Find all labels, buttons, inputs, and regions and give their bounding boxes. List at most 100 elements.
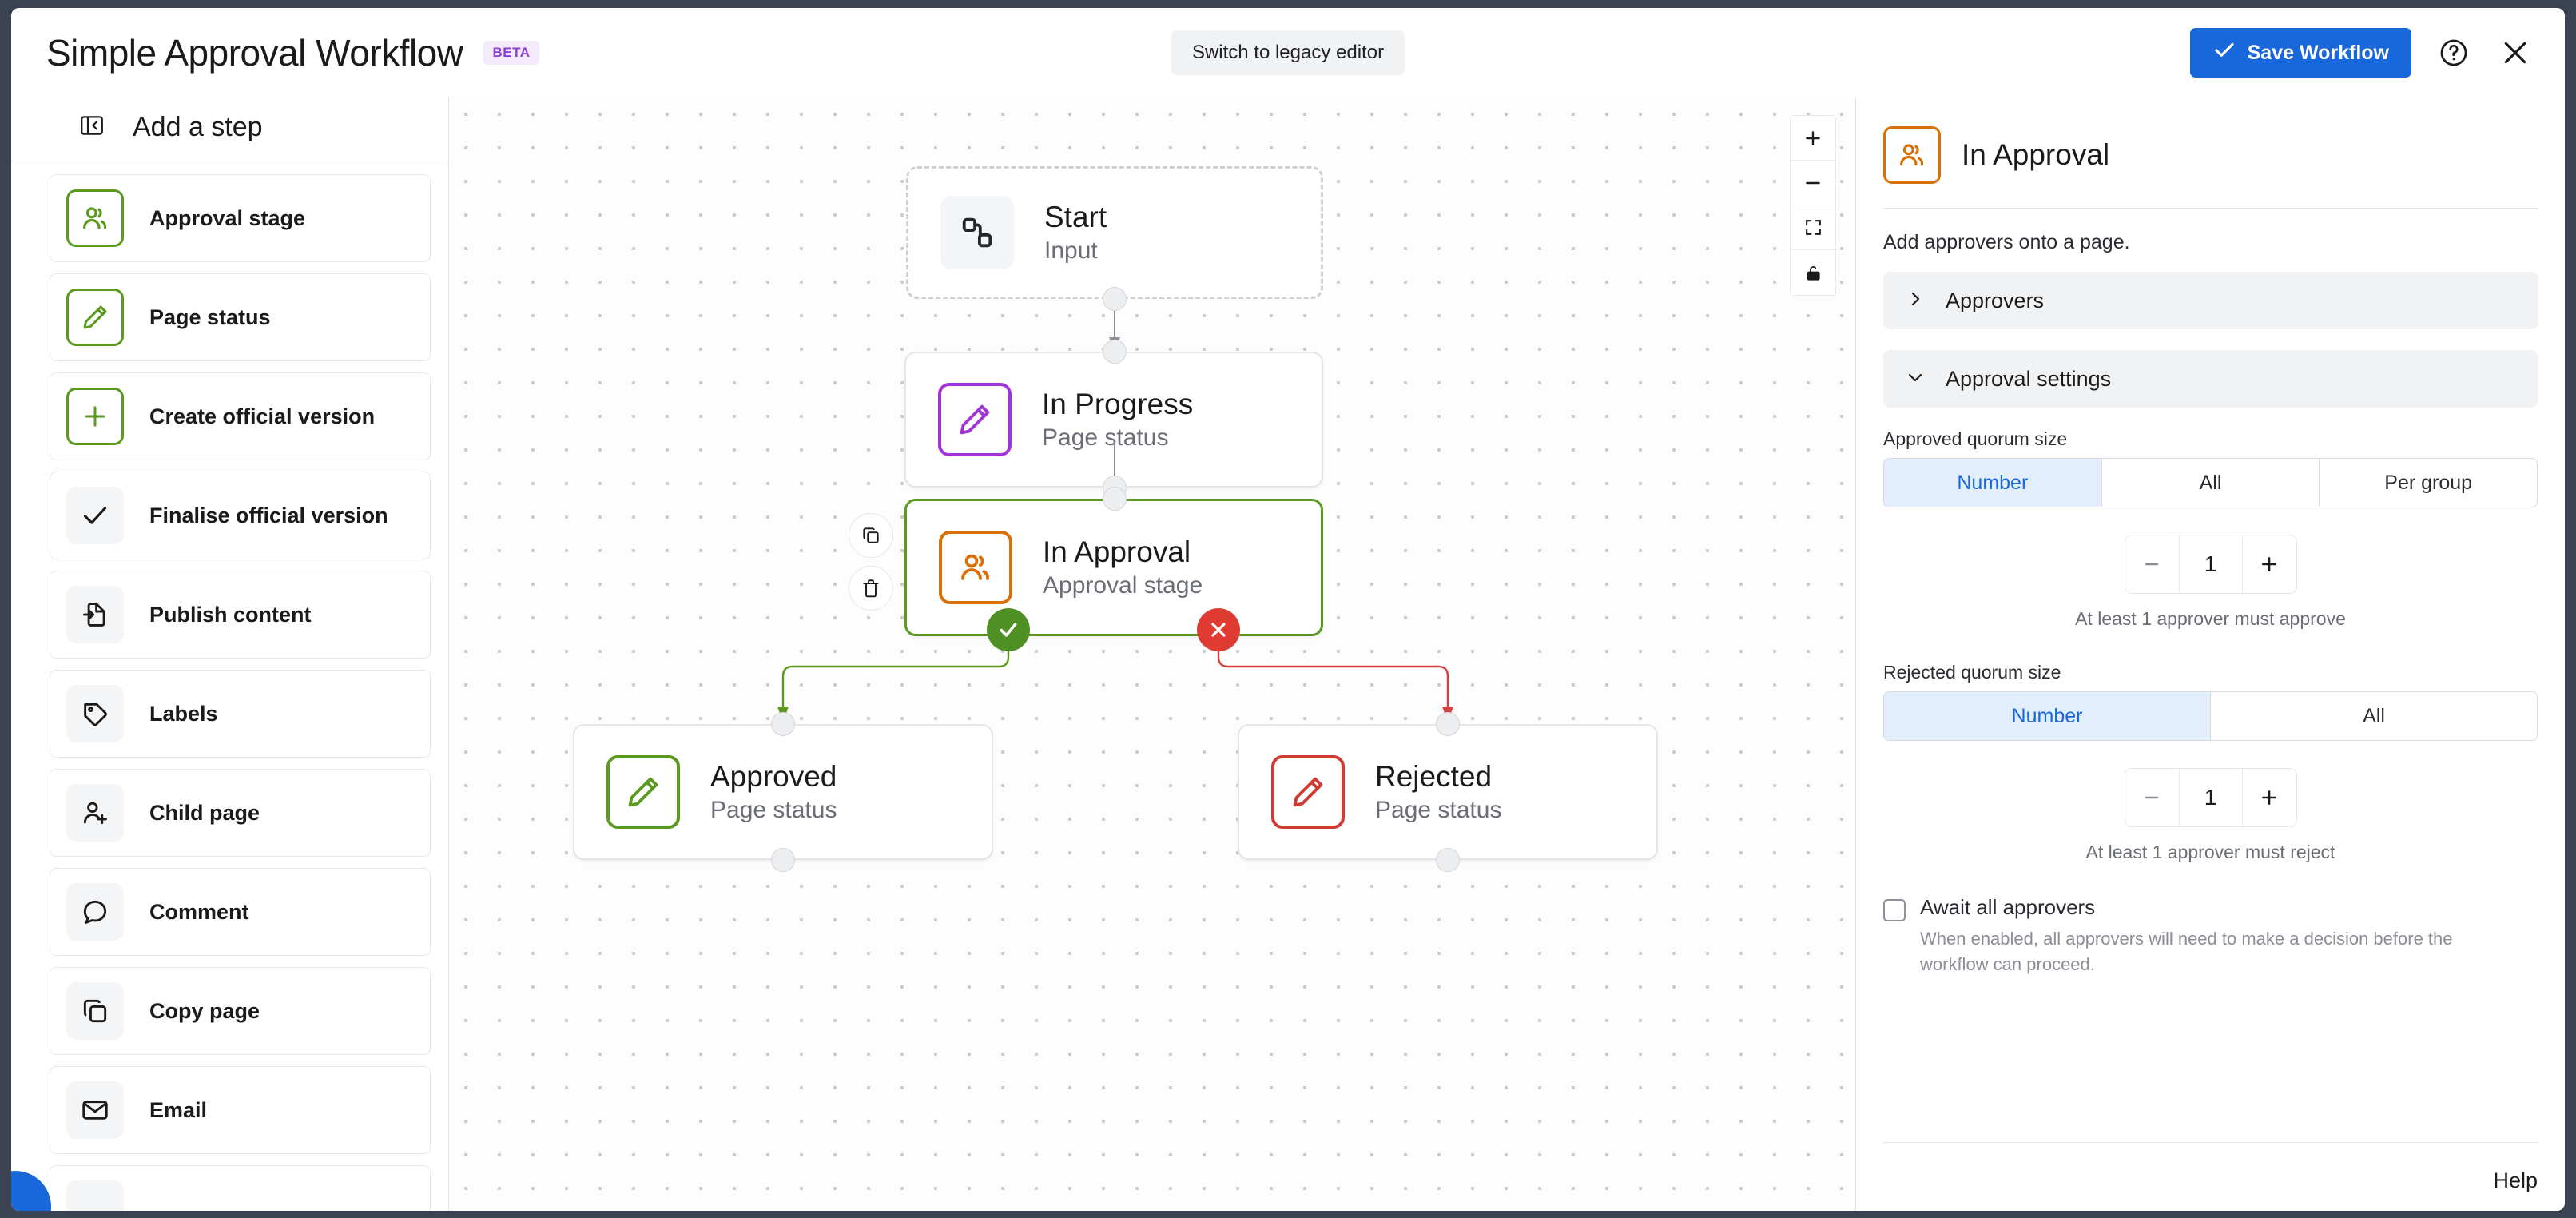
trash-icon[interactable] (849, 566, 893, 611)
node-port-rejected-out[interactable] (1436, 848, 1460, 872)
approved-quorum-option-all[interactable]: All (2101, 459, 2320, 507)
canvas-node-start[interactable]: Start Input (906, 166, 1323, 299)
node-title: In Progress (1042, 387, 1194, 420)
node-port-in-approval-in[interactable] (1103, 487, 1127, 511)
rejected-quorum-value[interactable]: 1 (2179, 769, 2242, 826)
rejected-quorum-decrement-button[interactable] (2125, 769, 2180, 826)
header-actions: Save Workflow (2189, 28, 2534, 78)
panel-divider (1883, 208, 2538, 209)
accordion-label: Approval settings (1946, 366, 2112, 391)
canvas-node-rejected[interactable]: Rejected Page status (1238, 724, 1658, 860)
close-icon[interactable] (2496, 34, 2534, 72)
approved-quorum-increment-button[interactable] (2241, 535, 2296, 593)
rejected-quorum-increment-button[interactable] (2241, 769, 2296, 826)
sidebar-item-label: Approval stage (149, 205, 306, 230)
duplicate-icon[interactable] (849, 513, 893, 558)
accordion-approvers[interactable]: Approvers (1883, 272, 2538, 329)
copy-icon (66, 982, 124, 1040)
sidebar-item-partial[interactable] (50, 1165, 431, 1211)
sidebar-item-page-status[interactable]: Page status (50, 273, 431, 361)
node-port-approved-out[interactable] (771, 848, 795, 872)
flow-start-icon (940, 196, 1014, 269)
panel-footer: Help (1883, 1142, 2538, 1211)
await-all-approvers-label: Await all approvers (1920, 895, 2096, 919)
approval-users-icon (939, 531, 1012, 604)
approved-quorum-label: Approved quorum size (1883, 428, 2068, 449)
step-list: Approval stage Page status Create offici… (11, 161, 448, 1211)
approved-quorum-option-per-group[interactable]: Per group (2320, 459, 2537, 507)
branch-approve-badge[interactable] (987, 608, 1030, 651)
node-subtitle: Page status (1375, 797, 1502, 824)
node-title: Approved (710, 759, 837, 793)
sidebar-item-approval-stage[interactable]: Approval stage (50, 174, 431, 262)
panel-collapse-icon[interactable] (78, 112, 105, 143)
app-header: Simple Approval Workflow BETA Switch to … (11, 8, 2565, 98)
accordion-approval-settings[interactable]: Approval settings (1883, 350, 2538, 408)
save-workflow-button[interactable]: Save Workflow (2189, 28, 2411, 78)
await-all-approvers-checkbox[interactable] (1883, 899, 1906, 921)
rejected-quorum-option-number[interactable]: Number (1884, 692, 2211, 740)
tag-icon (66, 685, 124, 742)
panel-header: In Approval (1856, 98, 2565, 208)
placeholder-icon (66, 1180, 124, 1211)
zoom-out-button[interactable] (1791, 161, 1835, 205)
panel-body: Approvers Approval settings Approved quo… (1856, 272, 2565, 1128)
switch-to-legacy-editor-button[interactable]: Switch to legacy editor (1171, 30, 1405, 75)
approved-quorum-decrement-button[interactable] (2125, 535, 2180, 593)
connector-edges (777, 299, 1453, 722)
node-subtitle: Page status (1042, 424, 1169, 452)
sidebar-item-email[interactable]: Email (50, 1066, 431, 1154)
help-link[interactable]: Help (2493, 1168, 2538, 1192)
panel-description: Add approvers onto a page. (1883, 231, 2130, 253)
sidebar-item-create-official-version[interactable]: Create official version (50, 372, 431, 460)
canvas-node-approved[interactable]: Approved Page status (573, 724, 993, 860)
node-port-rejected-in[interactable] (1436, 712, 1460, 736)
panel-title: In Approval (1962, 138, 2110, 171)
check-icon (66, 487, 124, 544)
sidebar-item-label: Create official version (149, 404, 376, 428)
node-port-start-out[interactable] (1103, 287, 1127, 311)
await-all-approvers-row: Await all approvers When enabled, all ap… (1883, 895, 2538, 977)
sidebar-item-labels[interactable]: Labels (50, 670, 431, 758)
canvas-node-in-progress[interactable]: In Progress Page status (904, 352, 1323, 488)
sidebar-item-label: Copy page (149, 998, 260, 1023)
node-subtitle: Input (1044, 237, 1098, 265)
approved-quorum-option-number[interactable]: Number (1884, 459, 2102, 507)
fit-screen-icon[interactable] (1791, 205, 1835, 250)
accordion-label: Approvers (1946, 288, 2045, 312)
workflow-canvas[interactable]: Start Input In Progress Page status (449, 98, 1855, 1211)
rejected-quorum-option-all[interactable]: All (2211, 692, 2537, 740)
rejected-quorum-helper: At least 1 approver must reject (2085, 842, 2335, 862)
steps-sidebar: Add a step Approval stage Page status (11, 98, 449, 1211)
node-title: In Approval (1043, 535, 1191, 568)
chevron-right-icon (1906, 289, 1925, 312)
sidebar-item-publish-content[interactable]: Publish content (50, 571, 431, 659)
chevron-down-icon (1906, 368, 1925, 391)
approved-quorum-stepper: 1 (2124, 535, 2297, 594)
approved-quorum-segmented: Number All Per group (1883, 458, 2538, 508)
sidebar-item-copy-page[interactable]: Copy page (50, 967, 431, 1055)
node-title: Start (1044, 200, 1107, 233)
sidebar-item-finalise-official-version[interactable]: Finalise official version (50, 472, 431, 559)
rejected-quorum-segmented: Number All (1883, 691, 2538, 741)
page-title: Simple Approval Workflow (46, 32, 463, 74)
pencil-icon (66, 289, 124, 346)
save-workflow-label: Save Workflow (2247, 41, 2389, 64)
sidebar-item-comment[interactable]: Comment (50, 868, 431, 956)
envelope-icon (66, 1081, 124, 1139)
canvas-node-in-approval[interactable]: In Approval Approval stage (904, 499, 1323, 636)
node-toolbar (849, 513, 893, 611)
node-port-approved-in[interactable] (771, 712, 795, 736)
sidebar-item-label: Page status (149, 304, 271, 329)
sidebar-item-label: Child page (149, 800, 260, 825)
sidebar-item-child-page[interactable]: Child page (50, 769, 431, 857)
lock-icon[interactable] (1791, 250, 1835, 295)
node-port-in-progress-in[interactable] (1103, 340, 1127, 364)
zoom-in-button[interactable] (1791, 116, 1835, 161)
question-circle-icon[interactable] (2435, 34, 2472, 71)
await-all-approvers-description: When enabled, all approvers will need to… (1920, 929, 2453, 974)
branch-reject-badge[interactable] (1197, 608, 1240, 651)
canvas-zoom-controls (1790, 115, 1836, 296)
approved-quorum-value[interactable]: 1 (2179, 535, 2242, 593)
pencil-icon (606, 755, 680, 829)
